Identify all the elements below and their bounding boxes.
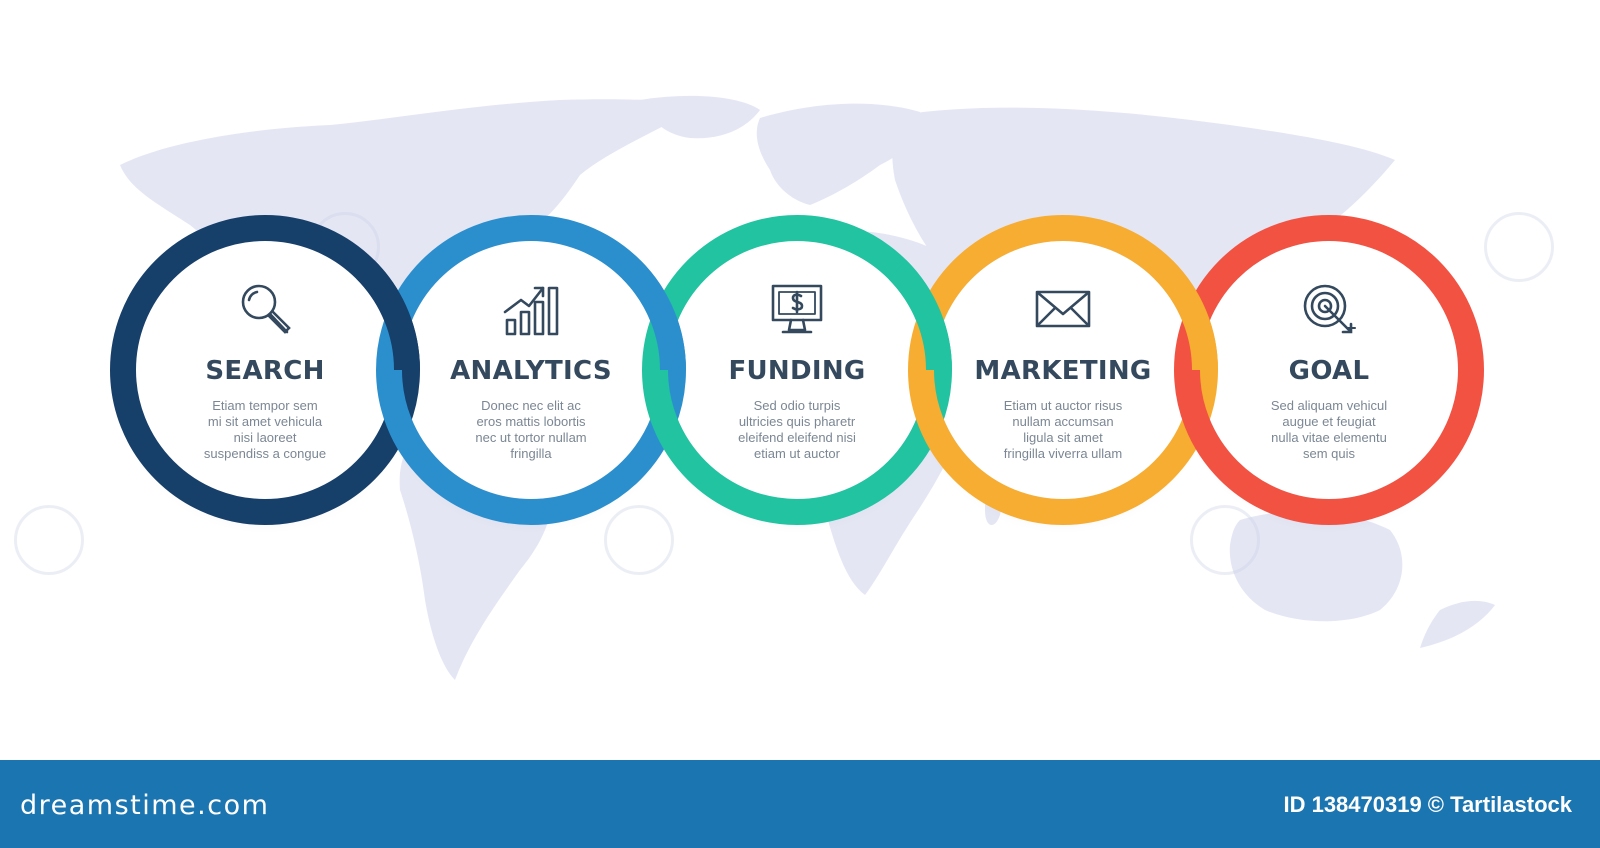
desc-line: etiam ut auctor: [754, 446, 840, 461]
ring-disc: [1200, 241, 1458, 499]
ring-link: [621, 260, 686, 371]
step-description: Donec nec elit ac eros mattis lobortis n…: [466, 398, 596, 462]
step-description: Sed aliquam vehicul augue et feugiat nul…: [1264, 398, 1394, 462]
desc-line: ultricies quis pharetr: [738, 414, 856, 429]
desc-line: Sed aliquam vehicul: [1270, 398, 1388, 413]
watermark-swirl: [1484, 212, 1554, 282]
watermark-swirl: [1190, 505, 1260, 575]
footer-bar: dreamstime.com ID 138470319 © Tartilasto…: [0, 760, 1600, 848]
step-marketing: MARKETING Etiam ut auctor risus nullam a…: [923, 230, 1203, 530]
desc-line: Sed odio turpis: [753, 398, 841, 413]
desc-line: nisi laoreet: [233, 430, 297, 445]
map-greenland: [640, 95, 760, 139]
image-credit: ID 138470319 © Tartilastock: [1283, 792, 1572, 817]
desc-line: nullam accumsan: [1012, 414, 1114, 429]
desc-line: Etiam tempor sem: [212, 398, 318, 413]
ring-goal: [1174, 215, 1484, 525]
map-new-zealand: [1420, 600, 1495, 648]
target-arrow-icon: [1189, 278, 1469, 340]
desc-line: Etiam ut auctor risus: [1003, 398, 1123, 413]
step-title: SEARCH: [205, 356, 325, 386]
step-title: ANALYTICS: [450, 356, 612, 386]
desc-line: suspendiss a congue: [203, 446, 327, 461]
ring-disc: [402, 241, 660, 499]
step-funding: FUNDING Sed odio turpis ultricies quis p…: [657, 230, 937, 530]
desc-line: mi sit amet vehicula: [207, 414, 323, 429]
envelope-icon: [923, 278, 1203, 340]
step-title: GOAL: [1288, 356, 1370, 386]
step-goal: GOAL Sed aliquam vehicul augue et feugia…: [1189, 230, 1469, 530]
ring-link: [1153, 260, 1218, 371]
step-description: Sed odio turpis ultricies quis pharetr e…: [732, 398, 862, 462]
map-europe: [756, 103, 923, 205]
map-north-america: [120, 99, 700, 372]
ring-disc: [934, 241, 1192, 499]
ring-disc: [136, 241, 394, 499]
map-australia: [1229, 511, 1403, 622]
watermark-swirl: [604, 505, 674, 575]
rings-layer: [110, 215, 1484, 525]
brand-logo-text[interactable]: dreamstime.com: [20, 790, 270, 821]
watermark-swirl: [14, 505, 84, 575]
ring-disc: [668, 241, 926, 499]
step-analytics: ANALYTICS Donec nec elit ac eros mattis …: [391, 230, 671, 530]
desc-line: fringilla viverra ullam: [1003, 446, 1123, 461]
step-title: FUNDING: [728, 356, 866, 386]
desc-line: augue et feugiat: [1282, 414, 1376, 429]
infographic-canvas: SEARCH Etiam tempor sem mi sit amet vehi…: [14, 95, 1554, 680]
desc-line: ligula sit amet: [1023, 430, 1103, 445]
ring-link: [355, 260, 420, 371]
desc-line: fringilla: [510, 446, 552, 461]
step-title: MARKETING: [974, 356, 1152, 386]
step-search: SEARCH Etiam tempor sem mi sit amet vehi…: [125, 230, 405, 530]
step-description: Etiam tempor sem mi sit amet vehicula ni…: [200, 398, 330, 462]
desc-line: eros mattis lobortis: [476, 414, 586, 429]
dollar-monitor-icon: [657, 278, 937, 340]
step-description: Etiam ut auctor risus nullam accumsan li…: [998, 398, 1128, 462]
desc-line: nulla vitae elementu: [1271, 430, 1387, 445]
desc-line: sem quis: [1302, 446, 1356, 461]
desc-line: eleifend eleifend nisi: [738, 430, 856, 445]
magnifier-icon: [125, 278, 405, 340]
growth-chart-icon: [391, 278, 671, 340]
desc-line: Donec nec elit ac: [481, 398, 581, 413]
desc-line: nec ut tortor nullam: [475, 430, 587, 445]
ring-link: [887, 260, 952, 371]
